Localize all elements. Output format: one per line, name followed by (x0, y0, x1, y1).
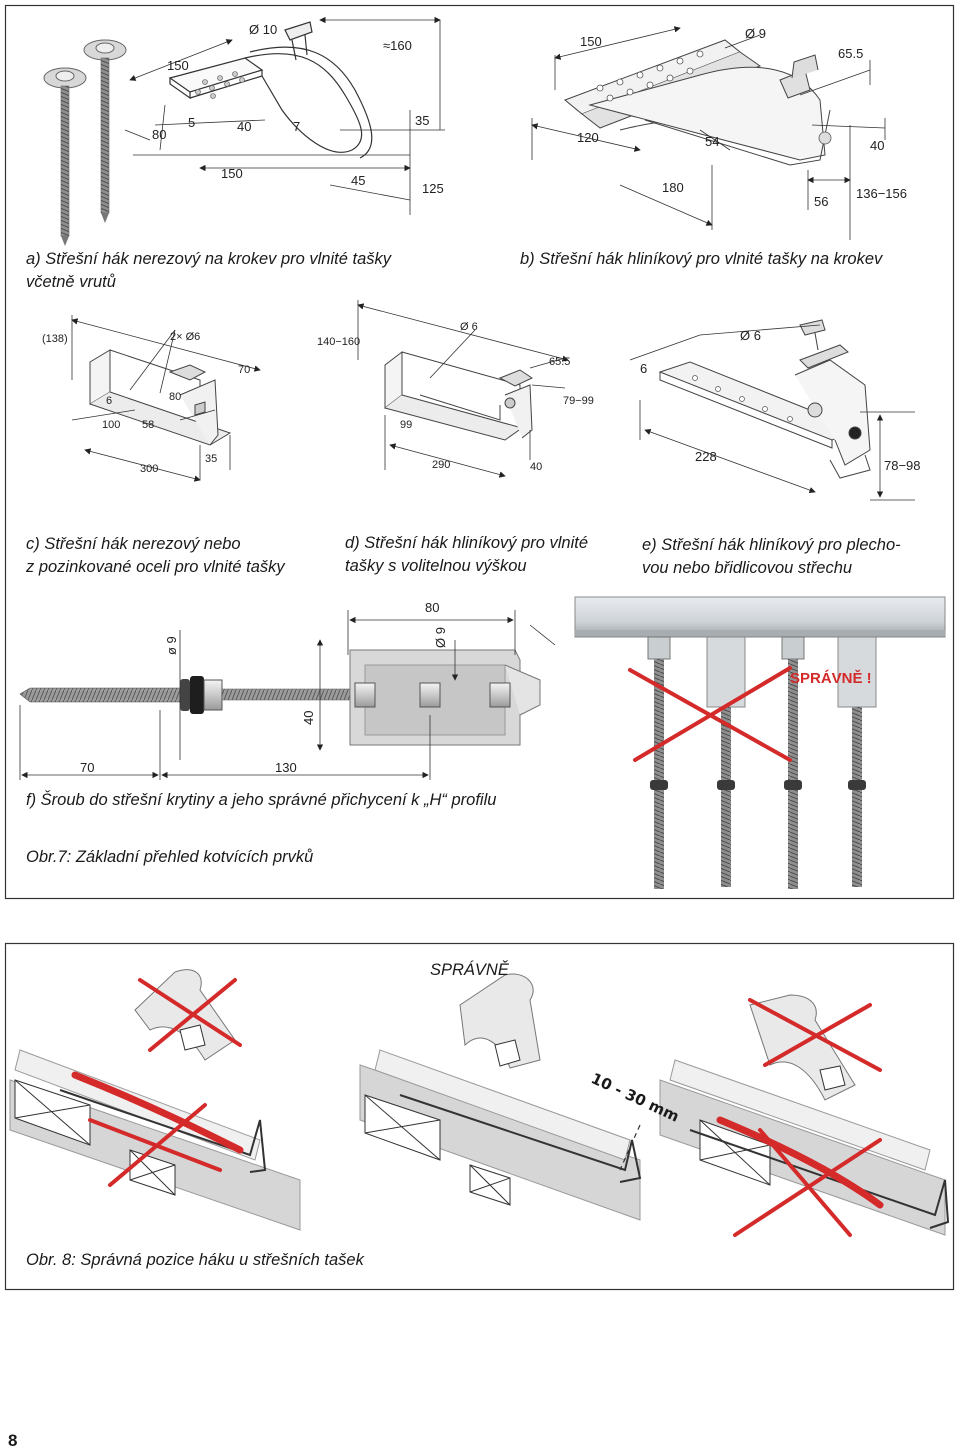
dim-label: 150 (580, 34, 602, 49)
caption-c-line2: z pozinkované oceli pro vlnité tašky (25, 558, 286, 576)
dim-label: 180 (662, 180, 684, 195)
dim-label: 150 (221, 166, 243, 181)
dim-label: 125 (422, 181, 444, 196)
caption-e-line2: vou nebo břidlicovou střechu (642, 559, 852, 577)
dim-label: 2× Ø6 (170, 331, 200, 343)
drawing-c: (138) 2× Ø6 70 6 80 100 58 300 35 (42, 315, 261, 482)
dim-label: 150 (167, 58, 189, 73)
dim-label: 7 (293, 119, 300, 134)
drawing-fig8-left (9, 969, 301, 1231)
dim-label: (138) (42, 333, 68, 345)
dim-label: 228 (695, 449, 717, 464)
caption-d-line1: d) Střešní hák hliníkový pro vlnité (345, 534, 588, 552)
dim-label: 40 (530, 461, 542, 473)
wrong-cross-icon (733, 998, 882, 1237)
dim-label: 80 (152, 127, 166, 142)
dim-label: 56 (814, 194, 828, 209)
dim-label: 78−98 (884, 458, 921, 473)
dim-label: 100 (102, 419, 120, 431)
figure8-frame (4, 942, 955, 1291)
dim-label: Ø 10 (249, 22, 277, 37)
dim-label: 6 (106, 395, 112, 407)
caption-a-line1: a) Střešní hák nerezový na krokev pro vl… (26, 250, 393, 268)
fig8-correct-label: SPRÁVNĚ (430, 960, 510, 979)
dim-label: 58 (142, 419, 154, 431)
dim-label: 80 (169, 391, 181, 403)
dim-label: Ø 6 (740, 328, 761, 343)
caption-c-line1: c) Střešní hák nerezový nebo (26, 535, 241, 553)
dim-label: 70 (238, 364, 250, 376)
dim-label: 290 (432, 459, 450, 471)
dim-label: 35 (205, 453, 217, 465)
dim-label: 35 (415, 113, 429, 128)
figure7-title: Obr.7: Základní přehled kotvících prvků (26, 848, 313, 866)
dim-label: 79−99 (563, 395, 594, 407)
dim-label: ≈160 (383, 38, 412, 53)
dim-label: 140−160 (317, 336, 360, 348)
dim-label: 80 (425, 600, 439, 615)
dim-label: 40 (870, 138, 884, 153)
dim-label: Ø 6 (460, 321, 478, 333)
drawing-fig8-right (619, 994, 950, 1237)
dim-label: Ø 9 (433, 627, 448, 648)
dim-label: 40 (237, 119, 251, 134)
dim-label: 40 (301, 711, 316, 725)
drawing-e: Ø 6 6 228 78−98 (629, 319, 921, 501)
caption-d-line2: tašky s volitelnou výškou (345, 557, 527, 575)
dim-label: 65.5 (549, 356, 570, 368)
dim-label: 6 (640, 361, 647, 376)
figure7-frame (4, 4, 955, 900)
screw-illustration (43, 39, 127, 246)
caption-b: b) Střešní hák hliníkový pro vlnité tašk… (520, 250, 884, 268)
dim-label: 5 (188, 115, 195, 130)
caption-e-line1: e) Střešní hák hliníkový pro plecho- (642, 536, 901, 554)
drawing-b: 150 Ø 9 65.5 120 54 40 180 56 136−156 (531, 26, 907, 240)
dim-label: 136−156 (856, 186, 907, 201)
correct-label: SPRÁVNĚ ! (790, 669, 872, 687)
drawing-d: 140−160 Ø 6 65.5 79−99 99 290 40 (317, 300, 594, 478)
caption-a-line2: včetně vrutů (26, 273, 116, 291)
dim-label: 130 (275, 760, 297, 775)
page-number: 8 (8, 1431, 17, 1450)
dim-label: 54 (705, 134, 719, 149)
dim-label: 70 (80, 760, 94, 775)
dim-label: 45 (351, 173, 365, 188)
dim-label: 120 (577, 130, 599, 145)
caption-f: f) Šroub do střešní krytiny a jeho správ… (26, 790, 496, 809)
wrong-cross-icon (628, 666, 792, 762)
dim-label: 300 (140, 463, 158, 475)
drawing-a: 150 Ø 10 ≈160 80 5 40 7 35 150 45 125 (43, 16, 445, 246)
dim-label: 99 (400, 419, 412, 431)
dim-label: ø 9 (164, 636, 179, 655)
drawing-f-bolt: ø 9 80 Ø 9 40 70 130 (19, 600, 556, 780)
figure8-title: Obr. 8: Správná pozice háku u střešních … (26, 1251, 365, 1269)
wrong-cross-icon (88, 978, 242, 1187)
bolt-column (647, 636, 671, 889)
dim-label: 65.5 (838, 46, 863, 61)
drawing-fig8-center (359, 973, 642, 1221)
drawing-f-rail: SPRÁVNĚ ! (574, 596, 946, 889)
dim-label: Ø 9 (745, 26, 766, 41)
